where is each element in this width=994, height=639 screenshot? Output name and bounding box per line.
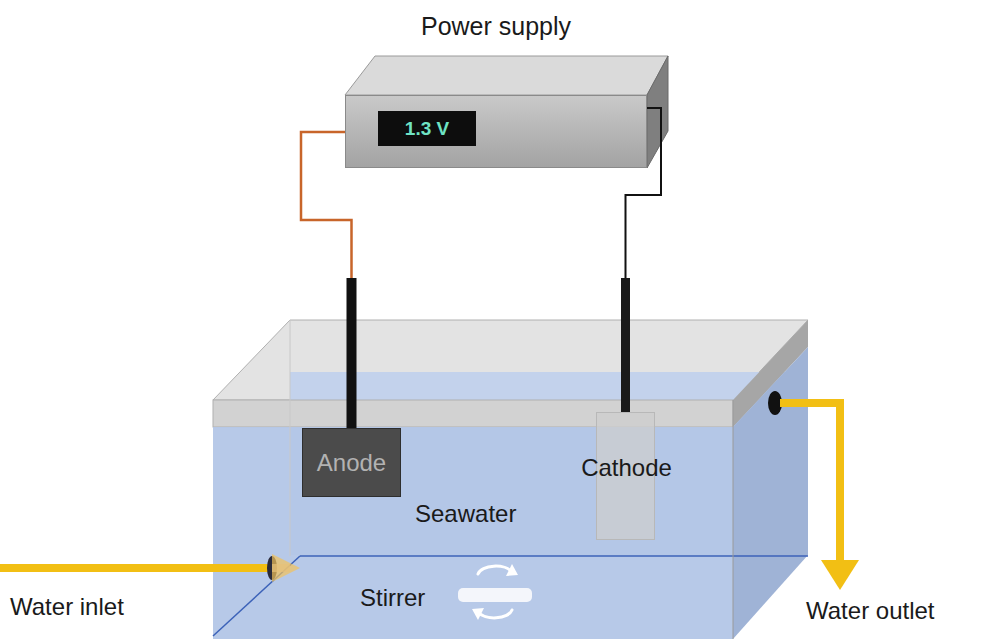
power-supply: Power supply1.3 V [345,95,647,168]
medium-label: Seawater [415,500,516,528]
stirrer-symbol [458,564,532,620]
tank-right-water [733,347,808,639]
tank-front-glass [213,400,733,427]
part-label: Stirrer [360,584,425,612]
supply-right-face [647,56,668,168]
outlet-arrowhead [821,560,859,590]
anode-electrode: Anode [302,428,401,497]
tank-back-bottom-edge [300,555,808,557]
electrode-label: Anode [317,449,386,477]
outlet-pipe [780,403,840,562]
anode-lead [301,132,352,278]
electrode-label: Cathode [550,454,703,482]
tank-front-water [213,427,733,639]
flow-label: Water inlet [10,593,124,621]
anode-rod [347,278,357,428]
inlet-pipe [0,564,272,572]
cathode-rod [621,278,630,412]
cathode-electrode: Cathode [550,412,703,540]
tank-back-left-edge [290,320,291,556]
outlet-hole [768,391,782,415]
inlet-flow [272,564,290,572]
device-heading: Power supply [306,12,686,41]
electrode-wire [301,132,352,428]
voltage-display: 1.3 V [378,111,476,146]
supply-top-face [345,56,668,95]
flow-label: Water outlet [806,597,935,625]
tank-front-right-edge [733,400,734,639]
inlet-arrowhead [272,554,300,582]
voltage-readout: 1.3 V [405,118,449,140]
seawater-tank: Seawater Anode Cathode [213,400,733,639]
